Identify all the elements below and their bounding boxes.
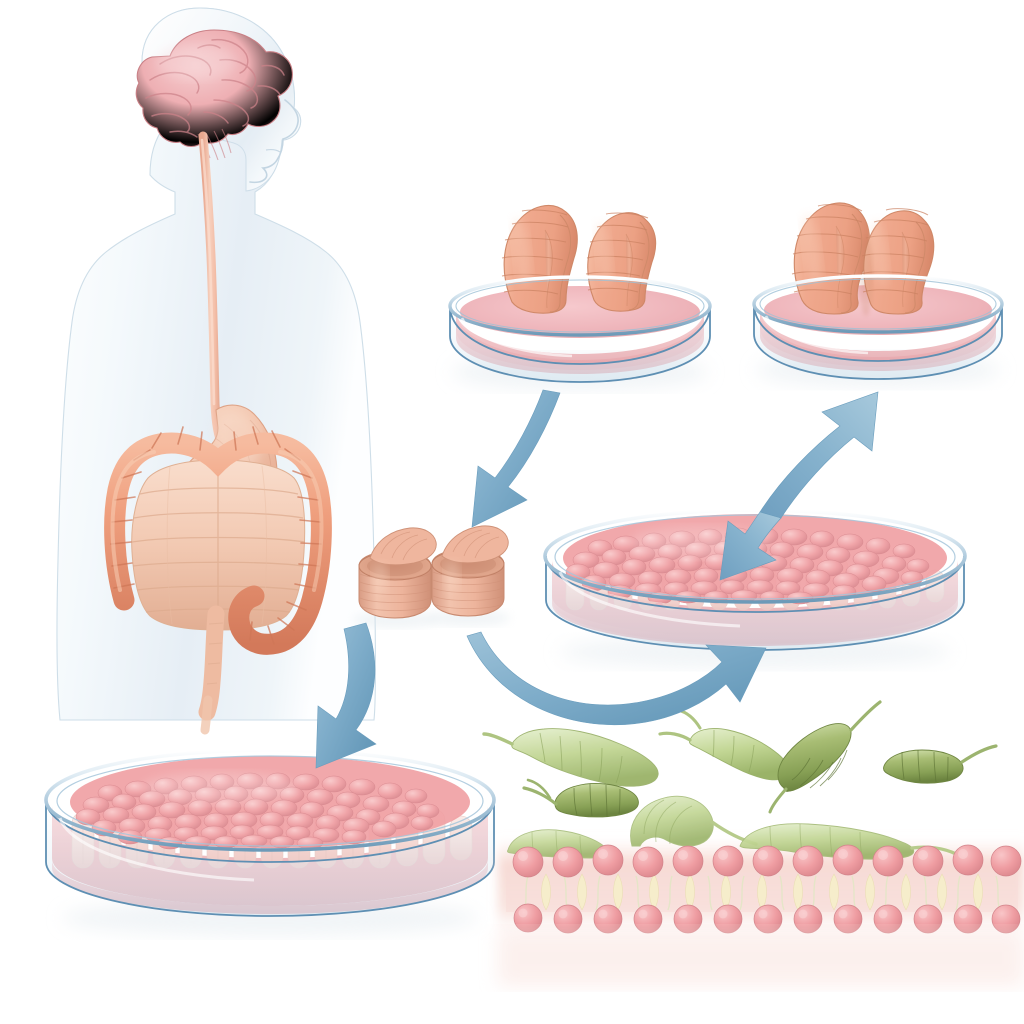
- tissue-loop-fused-right: [860, 208, 935, 315]
- workflow-arrows: [315, 389, 879, 769]
- rectum-folds: [206, 622, 224, 685]
- tissue-loop-left: [501, 205, 578, 314]
- colon-highlight: [110, 450, 156, 592]
- flagellum: [849, 700, 882, 732]
- tissue-loop-fused-left: [791, 202, 871, 315]
- biopsy-flap-left: [369, 527, 437, 566]
- dish-rim-inner: [759, 278, 997, 330]
- dish-glass-wall: [449, 305, 711, 383]
- dish-media-surface: [460, 286, 700, 338]
- brain-highlight: [156, 44, 236, 80]
- flagellum: [960, 744, 998, 764]
- tissue-loop-right: [585, 212, 657, 312]
- biopsy-shadow-right: [426, 610, 510, 626]
- bacterium-4: [883, 744, 998, 784]
- dish-glass-highlight: [460, 317, 573, 358]
- lipid-heads-upper-highlights: [518, 849, 968, 861]
- bacterium-5: [522, 778, 639, 818]
- dish-rim: [543, 508, 967, 604]
- lip-line: [265, 149, 281, 153]
- lipid-bilayer-membrane: [498, 844, 1024, 986]
- lipid-heads-lower-highlights: [518, 908, 968, 919]
- flagellum: [482, 732, 514, 746]
- lipid-tails: [541, 873, 983, 911]
- flagellum: [522, 786, 558, 806]
- human-figure-panel: [56, 7, 377, 735]
- dish-glass-highlight: [558, 571, 741, 628]
- bacteria-epithelium-interaction-panel: [482, 700, 1024, 986]
- biopsy-sample-left: [358, 527, 437, 619]
- petri-dish-tissue-loops-fused: [752, 202, 1004, 387]
- brain: [135, 29, 293, 161]
- dish-rim: [44, 748, 496, 852]
- dish-rim-inner: [56, 755, 484, 847]
- arrow-body-to-monolayer-dish: [315, 622, 377, 769]
- dish-rim: [448, 275, 712, 337]
- spinal-cord-highlight: [200, 138, 216, 406]
- dish-rim-inner: [554, 514, 956, 600]
- biopsy-shadow-left: [353, 612, 437, 628]
- small-intestine: [131, 459, 306, 631]
- biopsy-sample-right: [431, 525, 509, 617]
- dish-glass-wall: [753, 303, 1003, 380]
- colon-highlight-right: [278, 450, 324, 592]
- biopsy-flap-right: [441, 525, 509, 564]
- flagellum: [768, 787, 788, 814]
- arrow-biopsy-to-tissue-dish: [471, 389, 561, 528]
- dish-rim: [752, 274, 1004, 334]
- lipid-heads-lower: [513, 903, 1021, 934]
- intestinal-biopsy-panel: [353, 525, 510, 628]
- cell-monolayer-cells: [75, 772, 440, 850]
- petri-dish-epithelial-monolayer-left: [44, 748, 496, 936]
- dish-rim-inner: [455, 279, 705, 333]
- arrow-monolayer-to-tissue-dish-bidirectional: [719, 391, 879, 581]
- bacterium-1: [482, 728, 659, 787]
- flagellum: [526, 778, 552, 800]
- dish-glass-highlight: [764, 315, 869, 355]
- face-profile-line: [249, 99, 299, 184]
- cytoplasm-wash: [498, 930, 1024, 986]
- arrow-biopsy-to-monolayer-dish: [466, 631, 767, 726]
- dish-glass-highlight: [58, 817, 255, 882]
- dish-glass-wall: [45, 799, 495, 917]
- flagellum: [658, 731, 692, 742]
- dish-glass-wall: [545, 555, 965, 651]
- rectum-taper: [200, 695, 213, 735]
- bacterium-3: [768, 700, 882, 814]
- petri-dish-tissue-loops-separated: [448, 205, 712, 390]
